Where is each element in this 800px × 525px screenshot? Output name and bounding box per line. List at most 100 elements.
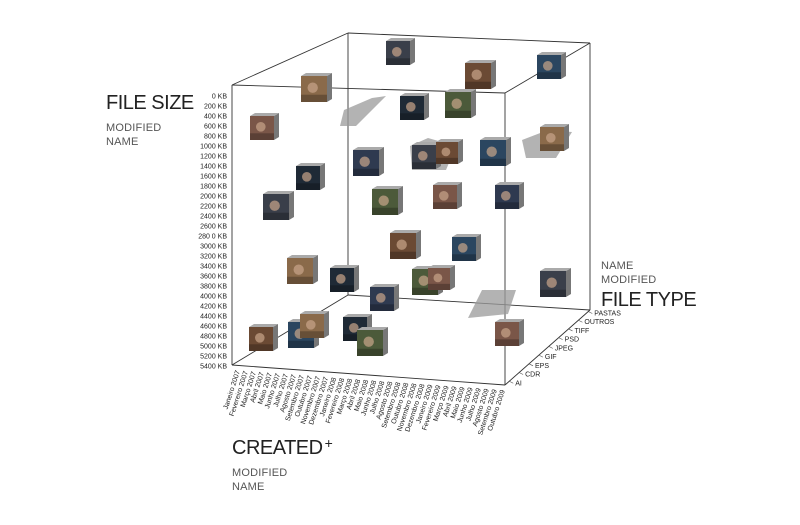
- thumbnail-top: [452, 234, 481, 237]
- photo-thumbnail-icon[interactable]: [386, 38, 415, 65]
- photo-thumbnail-icon[interactable]: [452, 234, 481, 261]
- file-type-tick-mark: [548, 346, 553, 349]
- created-option-modified[interactable]: MODIFIED: [232, 467, 288, 479]
- cube-edge: [347, 32, 591, 44]
- photo-thumbnail-icon[interactable]: [250, 113, 279, 140]
- photo-thumbnail-icon[interactable]: [495, 182, 524, 209]
- photo-thumbnail-icon[interactable]: [370, 284, 399, 311]
- photo-thumbnail-icon[interactable]: [433, 182, 462, 209]
- thumbnail-top: [412, 142, 441, 145]
- folder-plane-icon[interactable]: [340, 96, 386, 126]
- folder-plane-icon[interactable]: [468, 290, 516, 318]
- thumbnail-subject: [543, 61, 553, 71]
- thumbnail-subject: [546, 133, 556, 143]
- thumbnail-top: [480, 137, 511, 140]
- photo-thumbnail-icon[interactable]: [353, 147, 384, 176]
- photo-thumbnail-icon[interactable]: [357, 327, 388, 356]
- thumbnail-side: [313, 255, 318, 284]
- photo-thumbnail-icon[interactable]: [300, 311, 329, 338]
- sort-plus-icon[interactable]: +: [324, 435, 333, 451]
- thumbnail-side: [327, 73, 332, 102]
- thumbnail-side: [379, 147, 384, 176]
- photo-thumbnail-icon[interactable]: [465, 60, 496, 89]
- thumbnail-subject: [307, 82, 318, 93]
- photo-thumbnails: [249, 38, 571, 356]
- file-size-tick: 4200 KB: [200, 304, 227, 311]
- thumbnail-shade: [300, 331, 324, 338]
- photo-thumbnail-icon[interactable]: [249, 324, 278, 351]
- cube-edge: [231, 32, 349, 86]
- photo-thumbnail-icon[interactable]: [540, 124, 569, 151]
- file-size-tick: 600 KB: [204, 124, 227, 131]
- photo-thumbnail-icon[interactable]: [263, 191, 294, 220]
- thumbnail-subject: [471, 69, 482, 80]
- thumbnail-subject: [336, 274, 346, 284]
- thumbnail-subject: [396, 239, 407, 250]
- thumbnail-top: [250, 113, 279, 116]
- photo-thumbnail-icon[interactable]: [296, 163, 325, 190]
- photo-thumbnail-icon[interactable]: [330, 265, 359, 292]
- created-axis-options: MODIFIED NAME: [232, 466, 332, 494]
- photo-thumbnail-icon[interactable]: [428, 265, 455, 290]
- file-size-tick: 3800 KB: [200, 284, 227, 291]
- thumbnail-shade: [412, 287, 438, 295]
- thumbnail-top: [249, 324, 278, 327]
- thumbnail-side: [394, 284, 399, 311]
- created-option-name[interactable]: NAME: [232, 481, 265, 493]
- thumbnail-subject: [439, 191, 449, 201]
- file-size-tick: 5000 KB: [200, 344, 227, 351]
- file-type-axis-panel: NAME MODIFIED FILE TYPE: [601, 259, 697, 312]
- file-type-tick-mark: [588, 311, 593, 314]
- photo-thumbnail-icon[interactable]: [540, 268, 571, 297]
- photo-thumbnail-icon[interactable]: [400, 93, 429, 120]
- thumbnail-side: [519, 182, 524, 209]
- photo-thumbnail-icon[interactable]: [287, 255, 318, 284]
- photo-thumbnail-icon[interactable]: [372, 186, 403, 215]
- thumbnail-shade: [495, 202, 519, 209]
- file-type-axis-title[interactable]: FILE TYPE: [601, 289, 697, 311]
- file-size-axis-title[interactable]: FILE SIZE: [106, 92, 194, 114]
- thumbnail-top: [436, 139, 463, 142]
- file-size-tick: 3200 KB: [200, 254, 227, 261]
- thumbnail-side: [564, 124, 569, 151]
- thumbnail-subject: [349, 323, 359, 333]
- thumbnail-side: [471, 89, 476, 118]
- thumbnail-side: [491, 60, 496, 89]
- file-type-tick: PSD: [565, 337, 579, 344]
- photo-thumbnail-icon[interactable]: [445, 89, 476, 118]
- photo-thumbnail-icon[interactable]: [436, 139, 463, 164]
- thumbnail-shade: [287, 276, 313, 284]
- thumbnail-top: [296, 163, 325, 166]
- file-type-tick: GIF: [545, 354, 557, 361]
- thumbnail-shade: [263, 212, 289, 220]
- created-axis-title[interactable]: CREATED+: [232, 435, 333, 460]
- photo-thumbnail-icon[interactable]: [390, 230, 421, 259]
- file-size-option-name[interactable]: NAME: [106, 136, 139, 148]
- file-type-tick-mark: [538, 354, 544, 358]
- thumbnail-top: [540, 268, 571, 271]
- thumbnail-top: [330, 265, 359, 268]
- thumbnail-subject: [269, 200, 280, 211]
- thumbnail-top: [400, 93, 429, 96]
- photo-thumbnail-icon[interactable]: [537, 52, 566, 79]
- photo-thumbnail-icon[interactable]: [480, 137, 511, 166]
- file-size-option-modified[interactable]: MODIFIED: [106, 122, 162, 134]
- file-type-tick-mark: [558, 337, 563, 340]
- thumbnail-shade: [390, 251, 416, 259]
- thumbnail-shade: [540, 144, 564, 151]
- photo-thumbnail-icon[interactable]: [495, 319, 524, 346]
- thumbnail-shade: [357, 348, 383, 356]
- photo-thumbnail-icon[interactable]: [301, 73, 332, 102]
- thumbnail-subject: [376, 293, 386, 303]
- thumbnail-top: [300, 311, 329, 314]
- thumbnail-top: [386, 38, 415, 41]
- file-type-option-modified[interactable]: MODIFIED: [601, 274, 657, 286]
- file-size-tick: 4800 KB: [200, 334, 227, 341]
- thumbnail-side: [476, 234, 481, 261]
- file-type-option-name[interactable]: NAME: [601, 260, 634, 272]
- thumbnail-side: [457, 182, 462, 209]
- thumbnail-subject: [501, 191, 511, 201]
- file-size-tick: 3600 KB: [200, 274, 227, 281]
